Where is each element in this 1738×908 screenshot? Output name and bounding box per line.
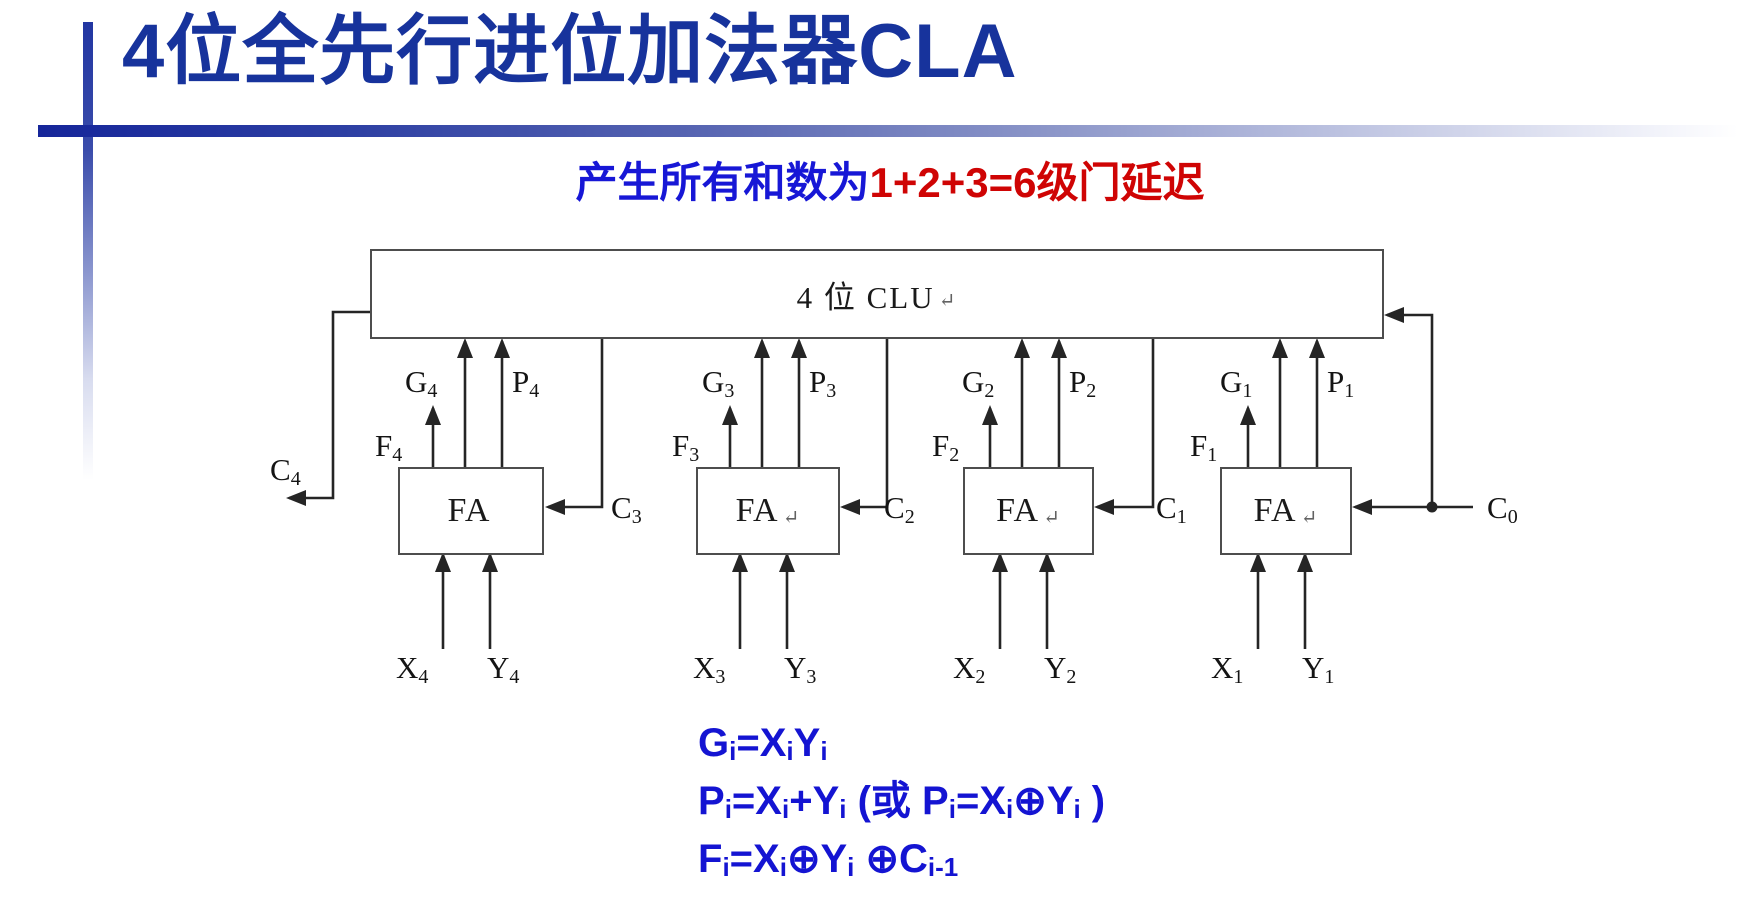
label-x4: X4 [396, 650, 429, 688]
subtitle: 产生所有和数为1+2+3=6级门延迟 [350, 149, 1430, 210]
label-x2: X2 [953, 650, 986, 688]
label-x3: X3 [693, 650, 726, 688]
fa2-label: FA [996, 492, 1040, 529]
return-mark-icon: ↵ [1300, 506, 1319, 529]
label-y4: Y4 [487, 650, 520, 688]
fa1-label: FA [1253, 492, 1297, 529]
label-f1: F1 [1190, 428, 1218, 466]
wire-c3 [545, 336, 604, 515]
label-g2: G2 [962, 364, 995, 402]
label-c3: C3 [611, 490, 642, 528]
fa4-label: FA [447, 492, 491, 529]
label-f4: F4 [375, 428, 403, 466]
wire-c2 [840, 336, 889, 515]
fa-block-3: FA ↵ [696, 467, 840, 555]
subtitle-red-text: 1+2+3=6级门延迟 [869, 159, 1205, 206]
formula-line-p: Pi=Xi+Yi (或 Pi=Xi⊕Yi ) [698, 779, 1106, 824]
label-y1: Y1 [1302, 650, 1335, 688]
label-f3: F3 [672, 428, 700, 466]
accent-horizontal-bar [38, 125, 1738, 137]
label-y2: Y2 [1044, 650, 1077, 688]
label-c2: C2 [884, 490, 915, 528]
label-g1: G1 [1220, 364, 1253, 402]
fa-block-2: FA ↵ [963, 467, 1094, 555]
label-p2: P2 [1069, 364, 1097, 402]
formula-line-g: Gi=XiYi [698, 721, 828, 766]
label-p3: P3 [809, 364, 837, 402]
subtitle-blue-text: 产生所有和数为 [575, 159, 870, 206]
return-mark-icon: ↵ [1043, 506, 1061, 529]
label-x1: X1 [1211, 650, 1244, 688]
wire-junction-dot [1426, 501, 1438, 513]
label-c4: C4 [270, 452, 301, 490]
wire-c1 [1094, 336, 1155, 515]
return-mark-icon: ↵ [938, 289, 958, 312]
return-mark-icon: ↵ [782, 506, 801, 529]
label-g3: G3 [702, 364, 735, 402]
wire-c0-to-clu [1384, 307, 1434, 507]
wire-group [286, 307, 1473, 649]
label-f2: F2 [932, 428, 960, 466]
fa-block-1: FA ↵ [1220, 467, 1352, 555]
fa-block-4: FA [398, 467, 544, 555]
accent-vertical-bar [83, 22, 93, 480]
label-p1: P1 [1327, 364, 1355, 402]
label-p4: P4 [512, 364, 540, 402]
label-c1: C1 [1156, 490, 1187, 528]
formula-block: Gi=XiYi Pi=Xi+Yi (或 Pi=Xi⊕Yi ) Fi=Xi⊕Yi … [698, 714, 1105, 888]
label-y3: Y3 [784, 650, 817, 688]
wire-c4-out [286, 310, 370, 506]
label-g4: G4 [405, 364, 438, 402]
formula-line-f: Fi=Xi⊕Yi ⊕Ci-1 [698, 837, 959, 882]
clu-block: 4 位 CLU ↵ [370, 249, 1384, 339]
fa3-label: FA [735, 492, 779, 529]
label-c0: C0 [1487, 490, 1518, 528]
page-title: 4位全先行进位加法器CLA [122, 9, 1018, 94]
clu-label: 4 位 CLU [796, 279, 935, 315]
